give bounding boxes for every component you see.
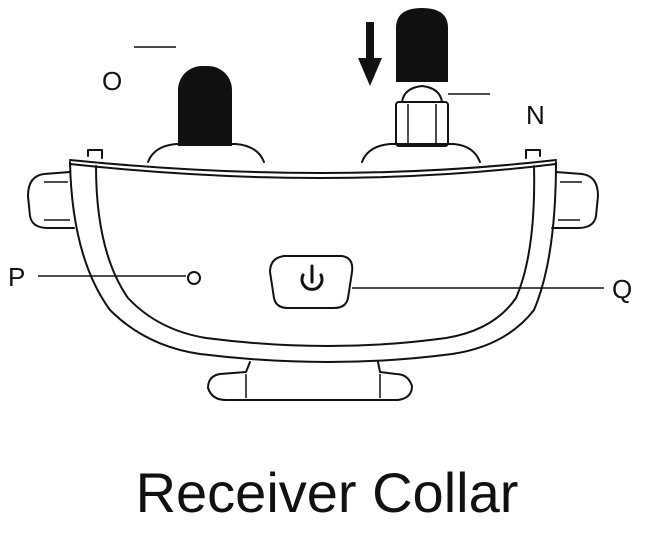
label-n: N [526, 100, 545, 130]
label-o: O [102, 66, 122, 96]
label-q: Q [612, 274, 632, 304]
indicator-light [187, 271, 201, 285]
power-icon [300, 264, 324, 291]
down-arrow-icon [358, 22, 382, 86]
power-button [269, 255, 354, 309]
caption: Receiver Collar [136, 461, 519, 524]
left-contact-probe [147, 66, 265, 163]
collar-body [27, 149, 599, 401]
label-p: P [8, 262, 25, 292]
right-contact-probe [361, 8, 481, 163]
